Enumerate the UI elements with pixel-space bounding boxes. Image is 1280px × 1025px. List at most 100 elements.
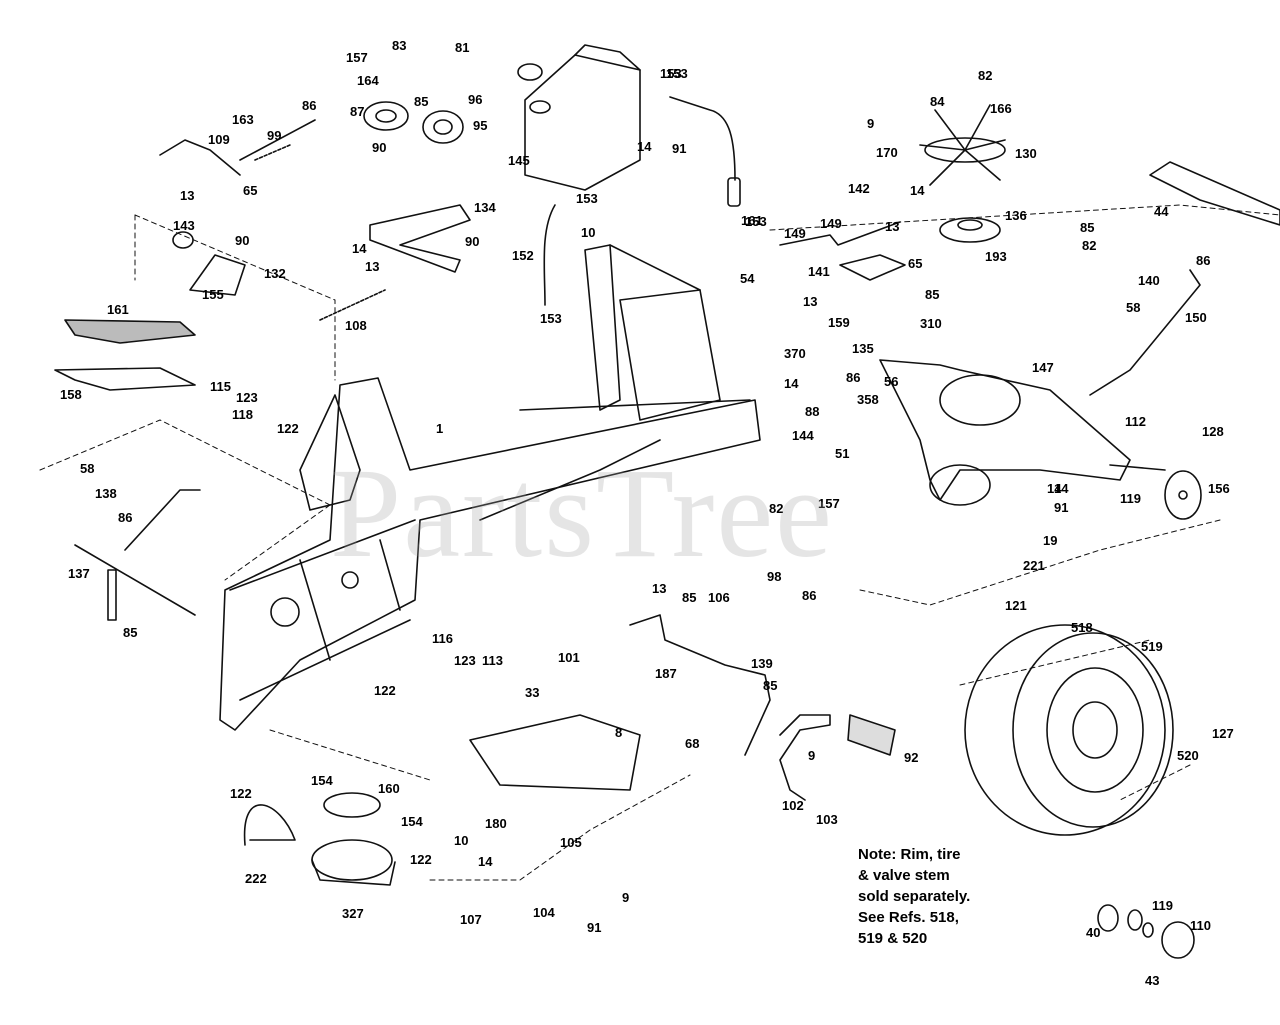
- callout-label: 44: [1154, 204, 1169, 219]
- callout-label: 161: [107, 302, 129, 317]
- note-line: 519 & 520: [858, 930, 928, 947]
- transaxle-part: [879, 359, 1166, 506]
- callout-label: 170: [876, 145, 898, 160]
- callout-label: 520: [1177, 748, 1199, 763]
- callout-label: 123: [454, 653, 476, 668]
- callout-label: 358: [857, 392, 879, 407]
- cam-plate-part: [189, 254, 246, 296]
- callout-label: 221: [1023, 558, 1045, 573]
- callout-label: 85: [123, 625, 137, 640]
- callout-label: 156: [1208, 481, 1230, 496]
- callout-label: 9: [867, 116, 874, 131]
- callout-label: 82: [769, 501, 783, 516]
- callout-label: 127: [1212, 726, 1234, 741]
- callout-label: 86: [1196, 253, 1210, 268]
- callout-label: 130: [1015, 146, 1037, 161]
- washer-part: [1142, 922, 1154, 938]
- callout-label: 518: [1071, 620, 1093, 635]
- callout-label: 121: [1005, 598, 1027, 613]
- callout-label: 86: [302, 98, 316, 113]
- lift-shaft-part: [74, 544, 196, 616]
- callout-label: 107: [460, 912, 482, 927]
- callout-label: 99: [267, 128, 281, 143]
- callout-label: 13: [885, 219, 899, 234]
- callout-label: 187: [655, 666, 677, 681]
- callout-label: 158: [60, 387, 82, 402]
- callout-label: 139: [751, 656, 773, 671]
- callout-label: 65: [908, 256, 922, 271]
- callout-label: 95: [473, 118, 487, 133]
- callout-label: 65: [243, 183, 257, 198]
- note-text: Note: Rim, tire & valve stem sold separa…: [858, 844, 1028, 949]
- clutch-part: [311, 792, 396, 886]
- washer-part: [1127, 909, 1143, 931]
- callout-label: 96: [468, 92, 482, 107]
- callout-label: 112: [1125, 414, 1146, 429]
- callout-label: 103: [816, 812, 838, 827]
- callout-label: 180: [485, 816, 507, 831]
- seat-bracket-part: [584, 244, 721, 421]
- callout-label: 110: [1190, 918, 1211, 933]
- callout-label: 90: [235, 233, 249, 248]
- callout-label: 92: [904, 750, 918, 765]
- callout-label: 86: [802, 588, 816, 603]
- bushing-part: [172, 231, 194, 249]
- callout-label: 119: [1152, 898, 1173, 913]
- callout-label: 13: [652, 581, 666, 596]
- callout-label: 102: [782, 798, 804, 813]
- callout-label: 9: [808, 748, 815, 763]
- callout-label: 13: [180, 188, 194, 203]
- tunnel-cover-part: [469, 714, 641, 791]
- callout-label: 13: [365, 259, 379, 274]
- seat-pan-part: [54, 367, 196, 391]
- callout-label: 137: [68, 566, 90, 581]
- callout-label: 14: [478, 854, 493, 869]
- callout-label: 90: [465, 234, 479, 249]
- callout-label: 122: [374, 683, 396, 698]
- callout-label: 153: [660, 66, 682, 81]
- callout-label: 310: [920, 316, 942, 331]
- callout-label: 123: [236, 390, 258, 405]
- callout-label: 118: [232, 407, 253, 422]
- callout-label: 14: [1047, 481, 1062, 496]
- callout-label: 138: [95, 486, 117, 501]
- callout-label: 122: [230, 786, 252, 801]
- callout-label: 147: [1032, 360, 1054, 375]
- callout-label: 157: [818, 496, 840, 511]
- callout-label: 143: [173, 218, 195, 233]
- callout-label: 33: [525, 685, 539, 700]
- callout-label: 135: [852, 341, 874, 356]
- bracket-part: [839, 254, 906, 281]
- callout-label: 85: [414, 94, 428, 109]
- callout-label: 132: [264, 266, 286, 281]
- callout-label: 56: [884, 374, 898, 389]
- lift-lever-part: [124, 489, 201, 551]
- callout-label: 43: [1145, 973, 1159, 988]
- callout-label: 519: [1141, 639, 1163, 654]
- callout-label: 1: [436, 421, 443, 436]
- callout-label: 153: [576, 191, 598, 206]
- tire-part: [964, 624, 1174, 836]
- callout-label: 51: [835, 446, 849, 461]
- callout-label: 83: [392, 38, 406, 53]
- callout-label: 327: [342, 906, 364, 921]
- callout-label: 88: [805, 404, 819, 419]
- callout-label: 91: [672, 141, 686, 156]
- callout-label: 136: [1005, 208, 1027, 223]
- callout-label: 105: [560, 835, 582, 850]
- pedal-shaft-part: [629, 614, 771, 756]
- callout-label: 87: [350, 104, 364, 119]
- callout-label: 154: [311, 773, 333, 788]
- callout-label: 161: [741, 213, 763, 228]
- callout-label: 82: [978, 68, 992, 83]
- callout-label: 159: [828, 315, 850, 330]
- callout-label: 141: [808, 264, 830, 279]
- callout-label: 122: [410, 852, 432, 867]
- callout-label: 10: [454, 833, 468, 848]
- shift-rod-part: [1089, 269, 1201, 396]
- callout-label: 91: [1054, 500, 1068, 515]
- callout-label: 154: [401, 814, 423, 829]
- callout-label: 119: [1120, 491, 1141, 506]
- transaxle-pulley-part: [939, 217, 1001, 243]
